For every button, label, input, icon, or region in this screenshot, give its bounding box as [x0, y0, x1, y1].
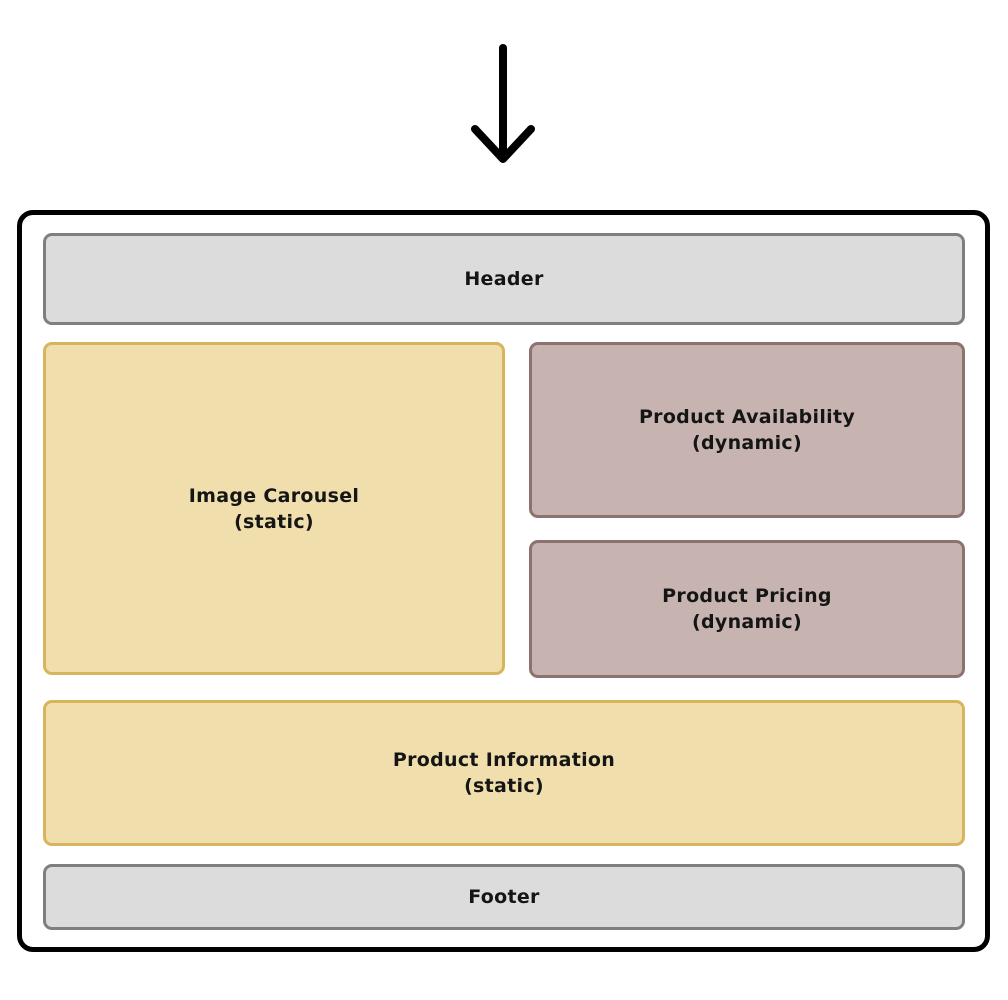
- footer-region: Footer: [43, 864, 965, 930]
- image-carousel-sublabel: (static): [234, 510, 314, 533]
- product-pricing-sublabel: (dynamic): [692, 611, 802, 633]
- image-carousel-label: Image Carousel: [188, 484, 360, 507]
- product-information-sublabel: (static): [464, 775, 544, 797]
- page-layout-container: Header Image Carousel (static) Product A…: [17, 210, 990, 952]
- product-information-region: Product Information (static): [43, 700, 965, 846]
- image-carousel-region: Image Carousel (static): [43, 342, 505, 675]
- down-arrow-icon: [470, 42, 536, 168]
- product-pricing-label: Product Pricing: [662, 585, 832, 607]
- product-pricing-region: Product Pricing (dynamic): [529, 540, 965, 678]
- header-region: Header: [43, 233, 965, 325]
- product-availability-label: Product Availability: [638, 406, 856, 428]
- header-label: Header: [464, 268, 544, 290]
- footer-label: Footer: [468, 886, 540, 908]
- product-availability-sublabel: (dynamic): [692, 432, 802, 454]
- product-availability-region: Product Availability (dynamic): [529, 342, 965, 518]
- product-information-label: Product Information: [392, 749, 616, 771]
